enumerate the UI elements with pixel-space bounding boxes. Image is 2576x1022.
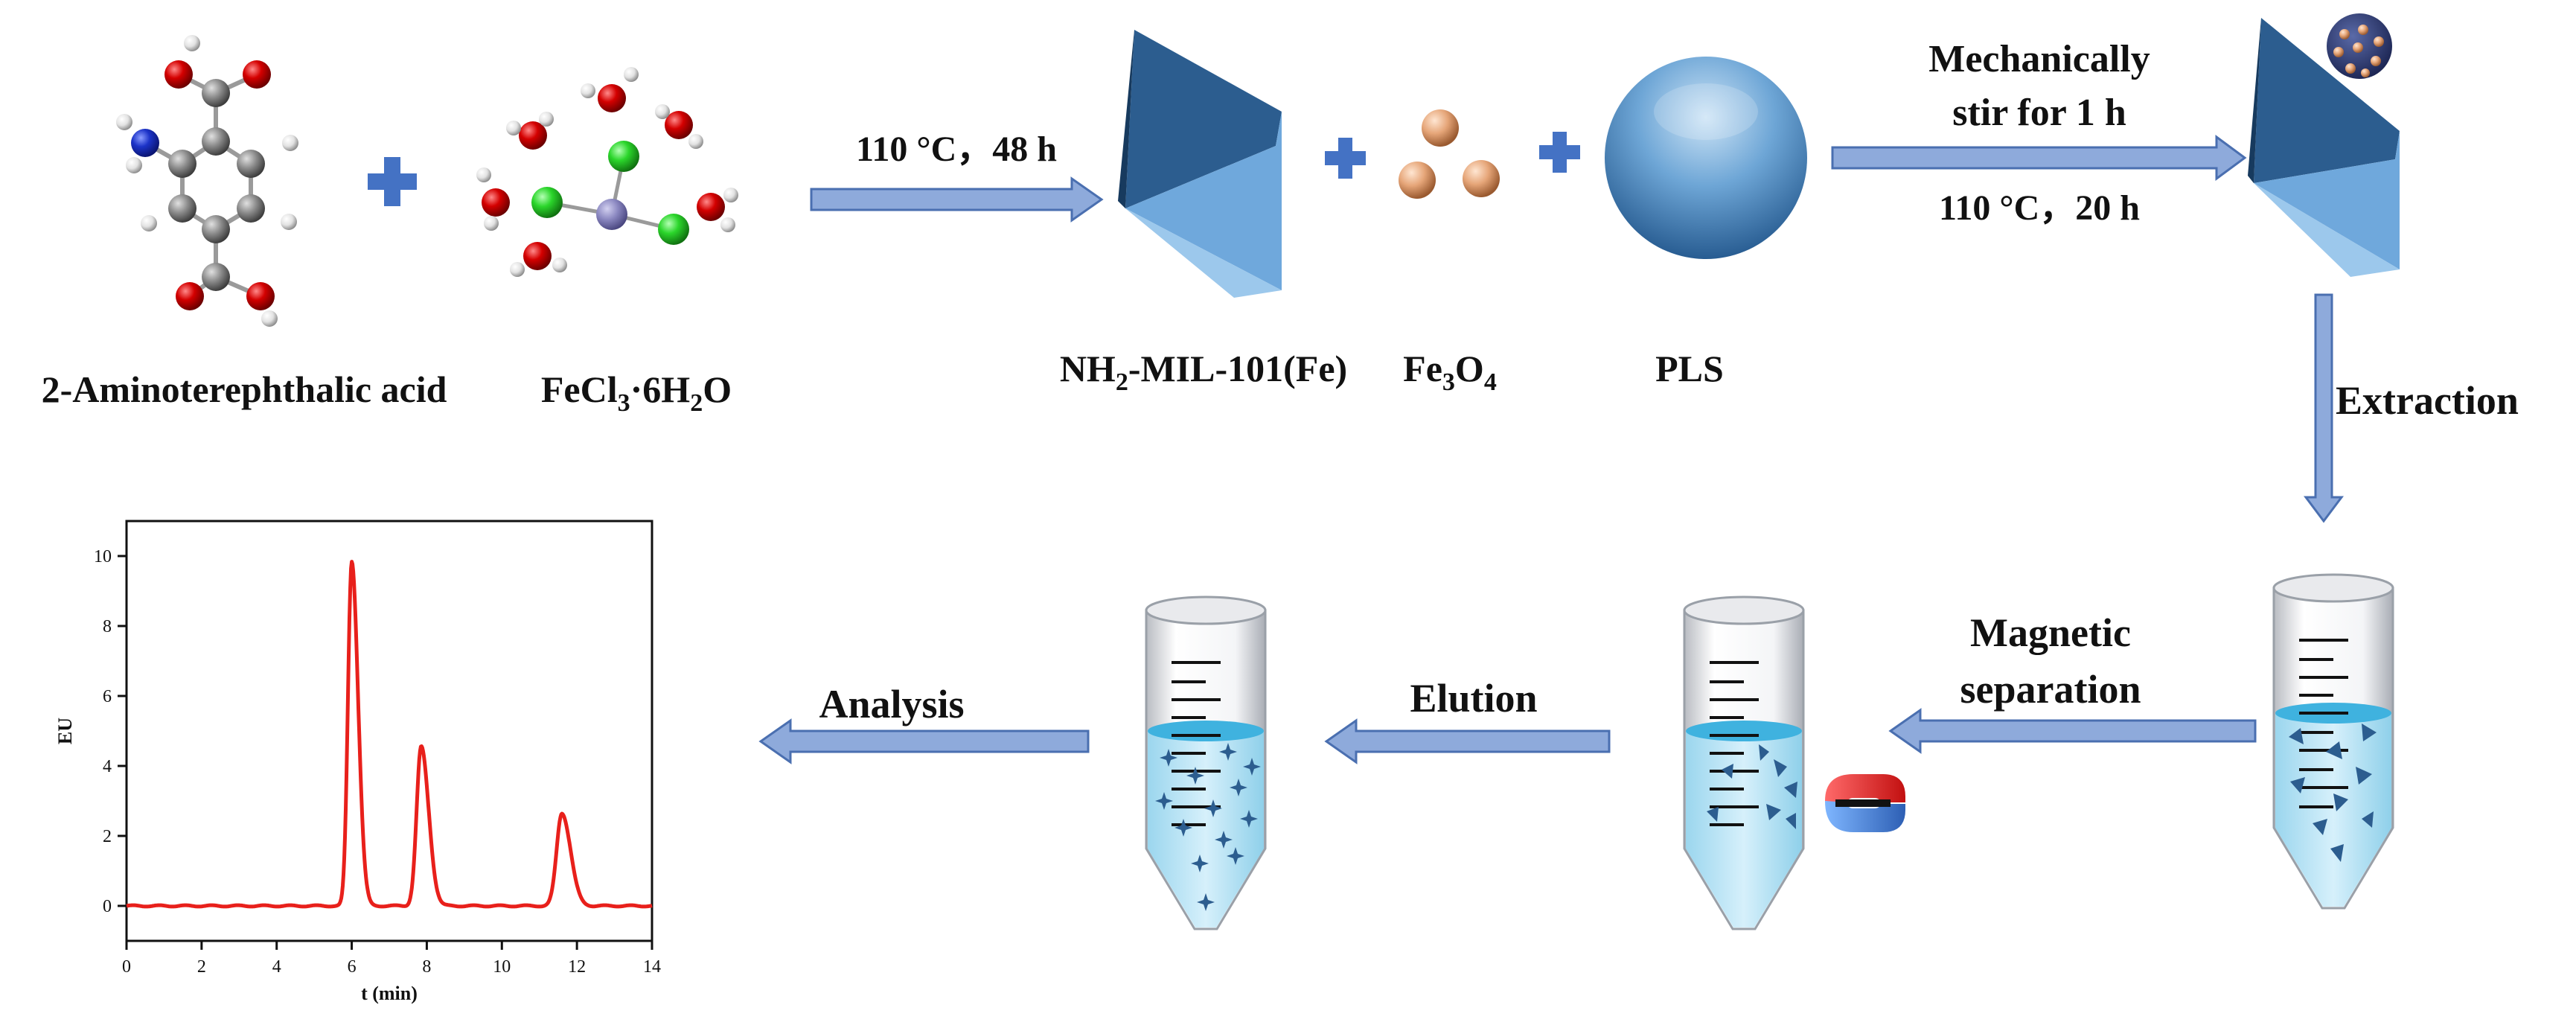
x-tick-label: 4: [272, 957, 281, 977]
stir-label-line2: stir for 1 h: [1952, 92, 2126, 134]
analysis-label: Analysis: [819, 682, 964, 726]
analyte-star-icon: [1186, 767, 1204, 785]
aminoterephthalic-acid-molecule-icon: [116, 35, 298, 327]
pls-label: PLS: [1655, 348, 1724, 389]
magnet-icon: [1825, 774, 1905, 832]
y-tick-label: 2: [103, 827, 112, 846]
analyte-star-icon: [1197, 893, 1215, 911]
heat-condition-label: 110 °C，20 h: [1939, 188, 2140, 228]
x-tick-label: 8: [422, 957, 431, 977]
y-axis-label: EU: [54, 718, 76, 744]
x-tick-label: 12: [568, 957, 586, 977]
fecl3-hexahydrate-molecule-icon: [476, 67, 738, 277]
analyte-star-icon: [1230, 779, 1247, 796]
analysis-arrow: [758, 718, 1090, 764]
fecl3-label: FeCl3·6H2O: [541, 368, 732, 417]
y-tick-label: 10: [94, 547, 112, 566]
plus-icon: [368, 157, 417, 206]
plus-icon: [1325, 138, 1366, 179]
synthesis-arrow: [810, 176, 1104, 223]
magnetic-label-line2: separation: [1960, 667, 2141, 712]
elution-label: Elution: [1410, 676, 1537, 721]
tube-with-eluate-icon: [1145, 595, 1267, 930]
analyte-star-icon: [1240, 810, 1258, 828]
pls-sphere-icon: [1605, 57, 1807, 259]
tube-with-composite-icon: [2272, 573, 2394, 910]
x-tick-label: 2: [197, 957, 206, 977]
extraction-arrow: [2304, 293, 2344, 523]
nh2-mil-101-fe-octahedron-icon: [1118, 30, 1282, 298]
analyte-star-icon: [1204, 799, 1222, 817]
fe3o4-nanoparticles-icon: [1399, 109, 1500, 199]
x-tick-label: 14: [643, 957, 661, 977]
chromatogram-trace: [125, 560, 653, 909]
y-tick-label: 8: [103, 617, 112, 636]
y-tick-label: 0: [103, 897, 112, 916]
analyte-star-icon: [1227, 847, 1244, 865]
x-tick-label: 6: [348, 957, 357, 977]
analyte-star-icon: [1191, 855, 1209, 872]
fe3o4-label: Fe3O4: [1403, 348, 1497, 396]
analyte-star-icon: [1160, 749, 1177, 767]
y-tick-label: 6: [103, 687, 112, 706]
analyte-star-icon: [1174, 819, 1192, 837]
plot-frame: [125, 520, 653, 942]
analyte-star-icon: [1215, 831, 1233, 849]
magnetic-label-line1: Magnetic: [1970, 610, 2131, 655]
plus-icon: [1539, 132, 1580, 173]
y-tick-label: 4: [103, 757, 112, 776]
x-axis-label: t (min): [361, 983, 418, 1004]
tube-under-magnet-icon: [1683, 595, 1805, 930]
chromatogram-chart: 0 2 4 6 8 10 12 14 0 2 4 6 8 10 t (min) EU: [54, 520, 661, 1004]
synthesis-condition-label: 110 °C，48 h: [856, 130, 1057, 169]
elution-arrow: [1324, 718, 1611, 764]
stir-arrow: [1831, 135, 2247, 181]
mof-label: NH2-MIL-101(Fe): [1060, 348, 1347, 396]
magnetic-composite-octahedron-icon: [2248, 13, 2400, 277]
x-tick-label: 10: [493, 957, 511, 977]
x-tick-label: 0: [122, 957, 131, 977]
analyte-star-icon: [1243, 758, 1261, 776]
stir-label-line1: Mechanically: [1928, 38, 2150, 80]
amino-acid-label: 2-Aminoterephthalic acid: [42, 368, 447, 410]
analyte-star-icon: [1219, 743, 1237, 761]
extraction-label: Extraction: [2336, 378, 2519, 423]
analyte-star-icon: [1155, 792, 1173, 810]
magnetic-separation-arrow: [1888, 708, 2257, 754]
